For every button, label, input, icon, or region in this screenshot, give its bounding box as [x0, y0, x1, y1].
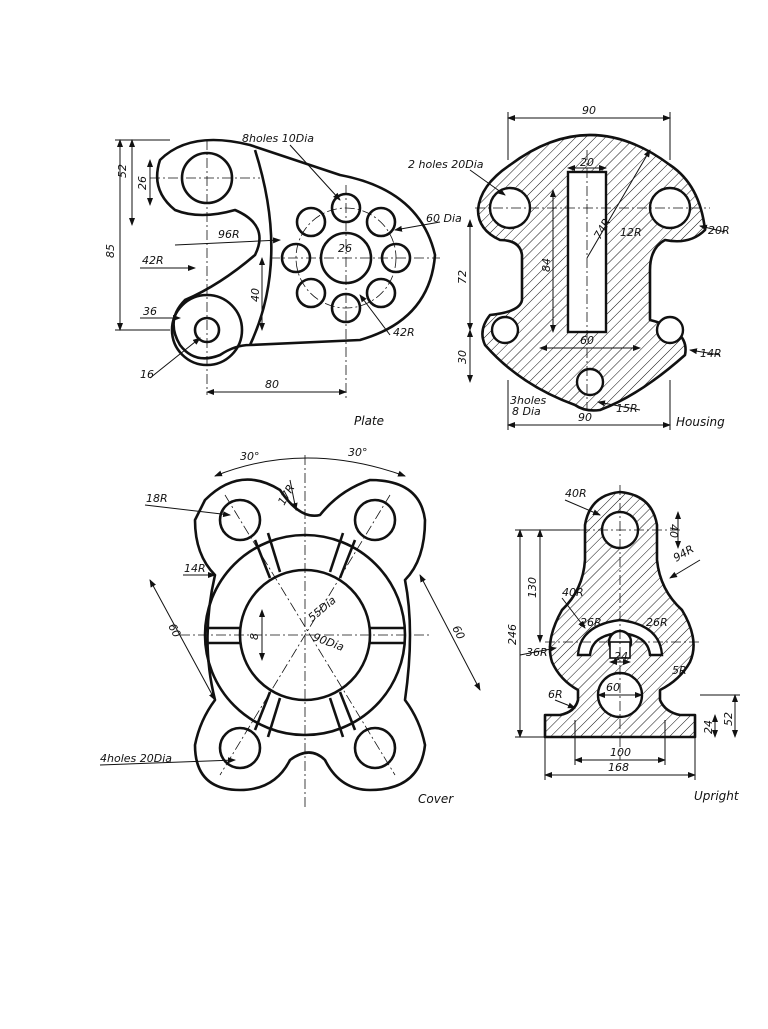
housing-dim: 90: [582, 104, 596, 117]
cover-dim: 18R: [146, 492, 168, 505]
plate-arc-inner: [248, 149, 273, 346]
housing-dim: 30: [456, 350, 469, 364]
plate-dim: 96R: [218, 228, 240, 241]
housing-dim: 14R: [700, 347, 722, 360]
cover-ribs: [205, 532, 405, 738]
upright-dim: 52: [722, 712, 735, 726]
plate-dim: 52: [116, 164, 129, 178]
plate-dim: 85: [104, 244, 117, 258]
plate-dim: 42R: [142, 254, 164, 267]
cover-dim: 17R: [275, 482, 297, 507]
cover-dim: 60: [165, 621, 183, 639]
plate-bolt-hole: [295, 206, 327, 238]
plate-note-holes: 8holes 10Dia: [242, 132, 314, 145]
upright-dim: 40R: [565, 487, 587, 500]
upright-dim: 26R: [580, 616, 602, 629]
housing-dim: 90: [578, 411, 592, 424]
upright-dim: 5R: [672, 664, 687, 677]
upright-dim: 26R: [646, 616, 668, 629]
plate-dim: 80: [265, 378, 279, 391]
cover-title: Cover: [418, 792, 454, 806]
housing-dim: 20: [580, 156, 594, 169]
housing-note-holes3: 3holes: [510, 394, 547, 407]
cover-note-holes: 4holes 20Dia: [100, 752, 172, 765]
cover-dim: 55Dia: [306, 593, 339, 624]
housing-dim: 72: [456, 270, 469, 284]
housing-dim: 15R: [616, 402, 638, 415]
plate-dim: 40: [249, 288, 262, 302]
upright-dim: 36R: [526, 646, 548, 659]
plate-bolt-hole: [365, 277, 397, 309]
plate-bolt-hole: [365, 206, 397, 238]
cover-hole: [218, 726, 262, 770]
cover-hole: [353, 726, 397, 770]
housing-title: Housing: [676, 415, 725, 429]
housing-slot: [566, 170, 608, 334]
upright-dim: 24: [702, 720, 715, 734]
upright-view: 40R 40 94R 130 40R 26R 26R 246 36R 24 5R…: [506, 485, 740, 803]
cover-dim: 30°: [240, 450, 260, 463]
housing-dim: 20R: [708, 224, 730, 237]
plate-title: Plate: [354, 414, 384, 428]
plate-dim: 16: [140, 368, 154, 381]
cover-dim: 8: [248, 633, 261, 640]
plate-dim: 26: [338, 242, 352, 255]
cover-view: 30° 30° 18R 17R 14R 60 8 55Dia 90Dia 60 …: [99, 446, 481, 810]
plate-dim: 42R: [393, 326, 415, 339]
upright-title: Upright: [694, 789, 740, 803]
cover-hole: [218, 498, 262, 542]
housing-hole: [655, 315, 685, 345]
housing-dim: 12R: [620, 226, 642, 239]
upright-dim: 246: [506, 624, 519, 645]
housing-note-holes2: 2 holes 20Dia: [408, 158, 484, 171]
upright-dim: 24: [614, 650, 628, 663]
housing-hole: [490, 315, 520, 345]
housing-dim: 84: [540, 258, 553, 272]
plate-view: 8holes 10Dia 60 Dia 52 26 85 96R 42R 40 …: [104, 132, 462, 428]
plate-dim: 26: [136, 176, 149, 190]
upright-dim: 94R: [671, 543, 696, 565]
plate-dim: 36: [143, 305, 157, 318]
housing-hole: [575, 367, 605, 397]
cover-outline: [193, 478, 427, 792]
upright-dim: 60: [606, 681, 620, 694]
cover-dim: 14R: [184, 562, 206, 575]
cover-dim: 30°: [348, 446, 368, 459]
upright-dim: 130: [526, 577, 539, 598]
cover-dim: 60: [449, 623, 467, 641]
upright-dim: 168: [608, 761, 629, 774]
cover-dim: 90Dia: [311, 631, 346, 654]
plate-bolt-hole: [295, 277, 327, 309]
housing-note-holes3-dia: 8 Dia: [512, 405, 541, 418]
housing-view: 90 20 74R 12R 20R 84 72 60 30 14R 15R 90…: [408, 104, 730, 430]
upright-arc-slot: [576, 618, 664, 657]
cover-hole: [353, 498, 397, 542]
upright-dim: 40R: [562, 586, 584, 599]
upright-dim: 100: [610, 746, 631, 759]
upright-dim: 6R: [548, 688, 563, 701]
plate-outline: [155, 138, 437, 360]
housing-dim: 60: [580, 334, 594, 347]
upright-dim: 40: [667, 524, 680, 538]
plate-note-pcd: 60 Dia: [426, 212, 462, 225]
